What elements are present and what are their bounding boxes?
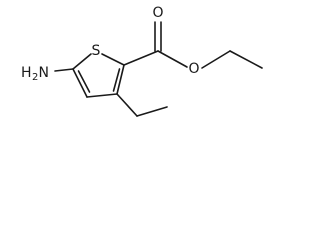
bond-ethyl-ch2-ch3	[136, 106, 168, 117]
bond-c2-c3-inner	[112, 68, 121, 92]
amine-h-label: H	[21, 65, 32, 81]
amine-n-label: N	[39, 65, 49, 81]
bond-c4-c5-inner	[77, 70, 91, 93]
bond-c4-c5	[72, 68, 88, 98]
bond-ester-o-ch2	[201, 50, 231, 69]
bond-c5-n	[54, 68, 74, 72]
bond-c3-ch2	[116, 93, 138, 117]
bond-c2-c3	[116, 64, 125, 95]
bond-carbonyl-ester-o	[157, 50, 188, 68]
carbonyl-oxygen-label: O	[152, 5, 163, 21]
structure-diagram: S O O H 2 N	[21, 5, 263, 117]
amine-group-label: H 2 N	[21, 65, 49, 83]
bond-ch2-ch3	[229, 50, 263, 69]
bond-c5-s1	[72, 53, 92, 70]
bond-s1-c2	[101, 53, 125, 66]
bond-c3-c4	[86, 93, 118, 98]
sulfur-atom-label: S	[92, 43, 101, 59]
bond-c2-carbonyl	[123, 50, 159, 66]
amine-subscript-label: 2	[32, 72, 38, 83]
ester-oxygen-label: O	[188, 61, 199, 77]
